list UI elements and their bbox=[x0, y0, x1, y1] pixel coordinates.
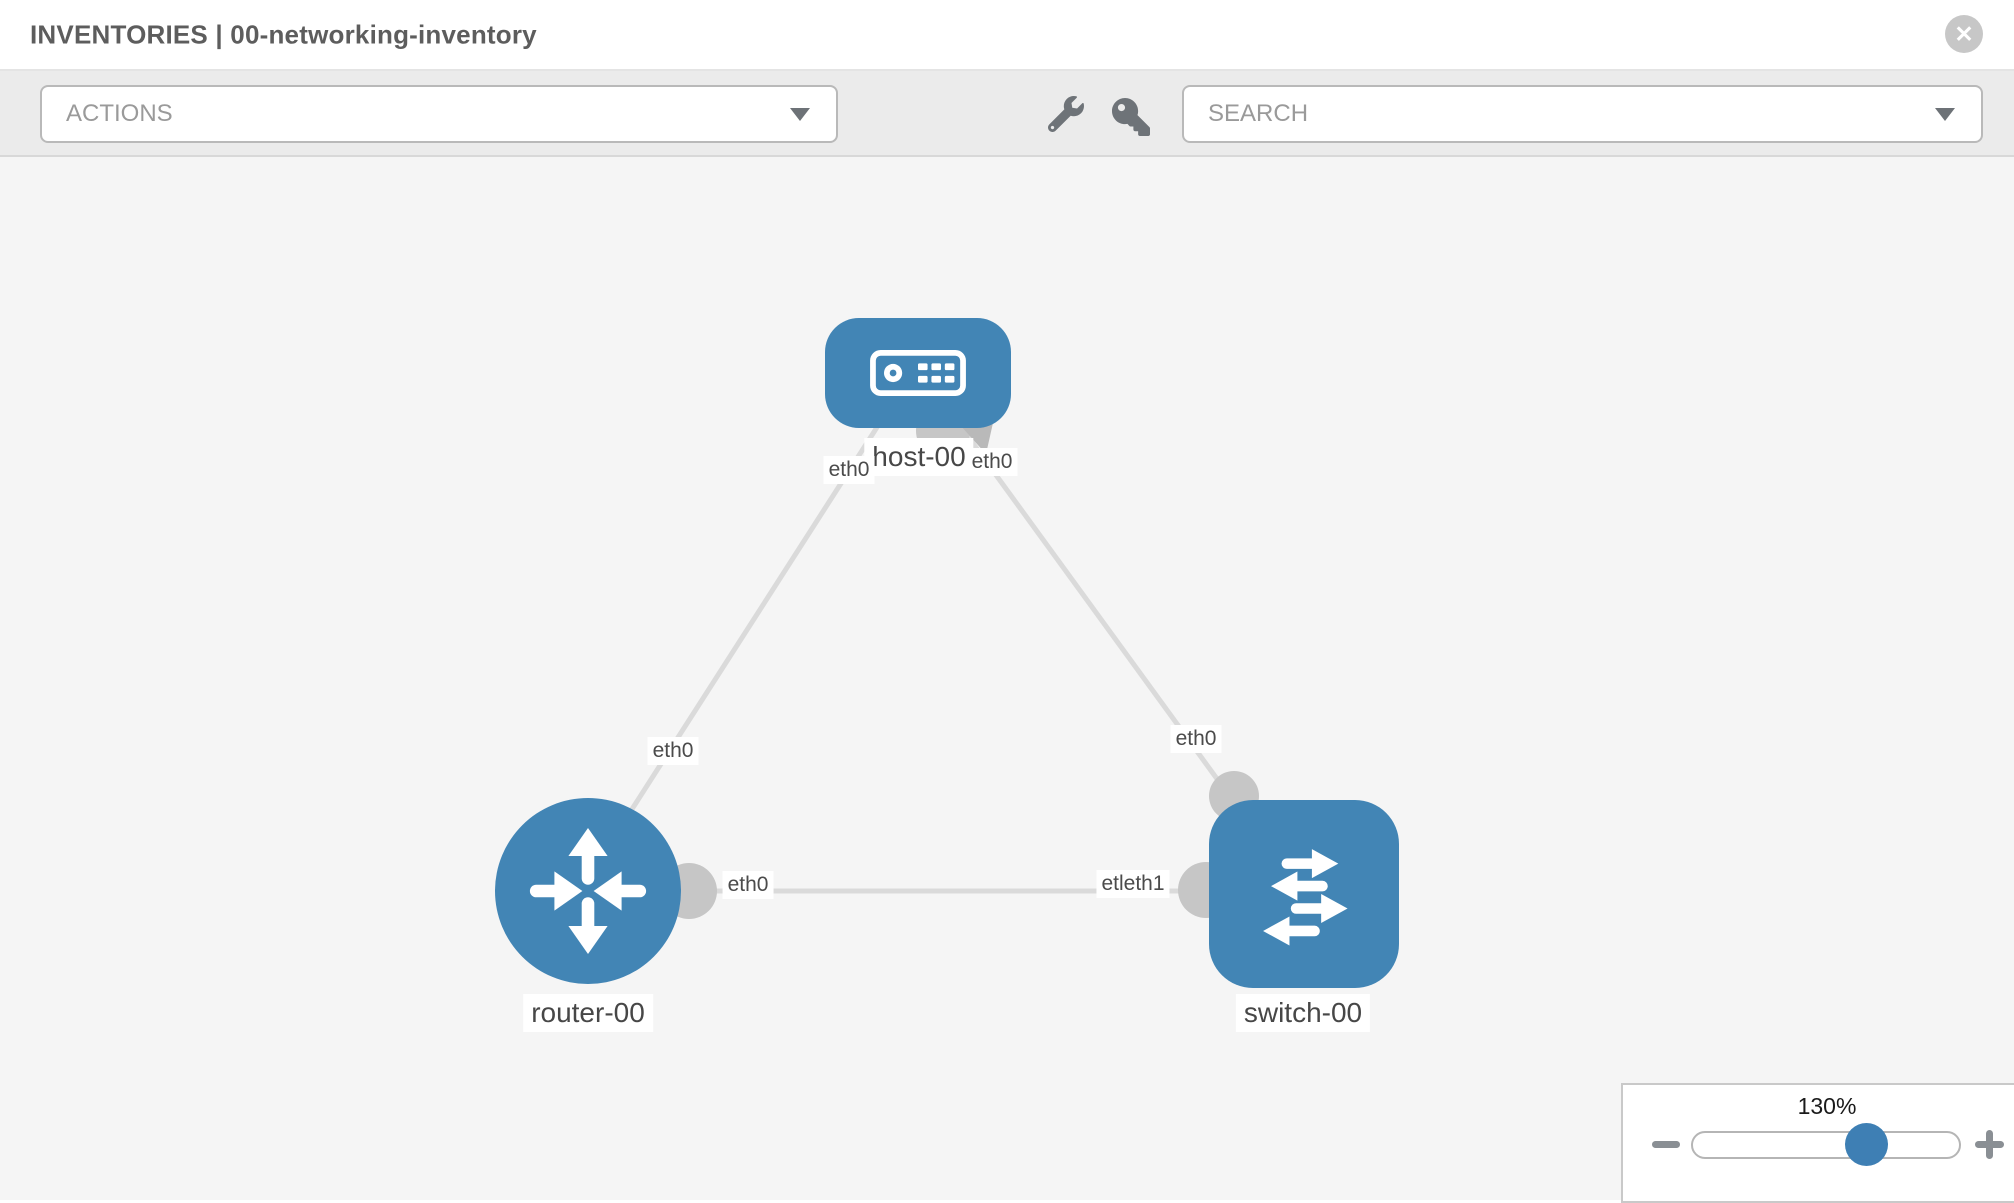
switch-icon bbox=[1263, 849, 1348, 946]
zoom-slider-track[interactable] bbox=[1691, 1131, 1961, 1159]
chevron-down-icon bbox=[790, 108, 810, 121]
interface-label: etleth1 bbox=[1096, 870, 1170, 898]
interface-label: eth0 bbox=[1170, 725, 1222, 753]
router-icon bbox=[529, 828, 647, 954]
close-icon: ✕ bbox=[1954, 20, 1974, 47]
header-bar: INVENTORIES | 00-networking-inventory ✕ bbox=[0, 0, 2014, 71]
node-label: switch-00 bbox=[1235, 994, 1371, 1032]
plus-icon bbox=[1986, 1130, 1993, 1159]
key-icon bbox=[1112, 98, 1150, 136]
host-icon bbox=[870, 350, 966, 396]
interface-label: eth0 bbox=[823, 456, 875, 484]
close-button[interactable]: ✕ bbox=[1945, 15, 1983, 53]
page-title: INVENTORIES | 00-networking-inventory bbox=[30, 19, 537, 49]
node-router-00[interactable] bbox=[495, 798, 681, 984]
zoom-slider-thumb[interactable] bbox=[1845, 1123, 1888, 1166]
wrench-icon bbox=[1047, 96, 1084, 133]
topology-links-layer bbox=[597, 404, 1259, 919]
node-switch-00[interactable] bbox=[1209, 800, 1399, 988]
zoom-panel: 130% bbox=[1621, 1083, 2014, 1203]
interface-label: eth0 bbox=[966, 448, 1018, 476]
credentials-button[interactable] bbox=[1112, 98, 1150, 136]
interface-label: eth0 bbox=[722, 871, 774, 899]
zoom-in-button[interactable] bbox=[1975, 1130, 2004, 1159]
chevron-down-icon bbox=[1935, 108, 1955, 121]
node-host-00[interactable] bbox=[825, 318, 1011, 428]
zoom-out-button[interactable] bbox=[1652, 1141, 1680, 1148]
zoom-level-value: 130% bbox=[1797, 1093, 1857, 1119]
interface-label: eth0 bbox=[647, 737, 699, 765]
actions-dropdown-label: ACTIONS bbox=[66, 100, 173, 127]
node-label: host-00 bbox=[864, 438, 974, 476]
search-dropdown[interactable]: SEARCH bbox=[1182, 85, 1983, 143]
toolbar: ACTIONS SEARCH bbox=[0, 71, 2014, 157]
tools-button[interactable] bbox=[1047, 96, 1084, 133]
actions-dropdown[interactable]: ACTIONS bbox=[40, 85, 838, 143]
node-label: router-00 bbox=[523, 994, 653, 1032]
topology-canvas[interactable]: host-00 router-00 switch-00 eth0 eth0 et… bbox=[0, 157, 2014, 1200]
search-placeholder: SEARCH bbox=[1208, 100, 1309, 127]
